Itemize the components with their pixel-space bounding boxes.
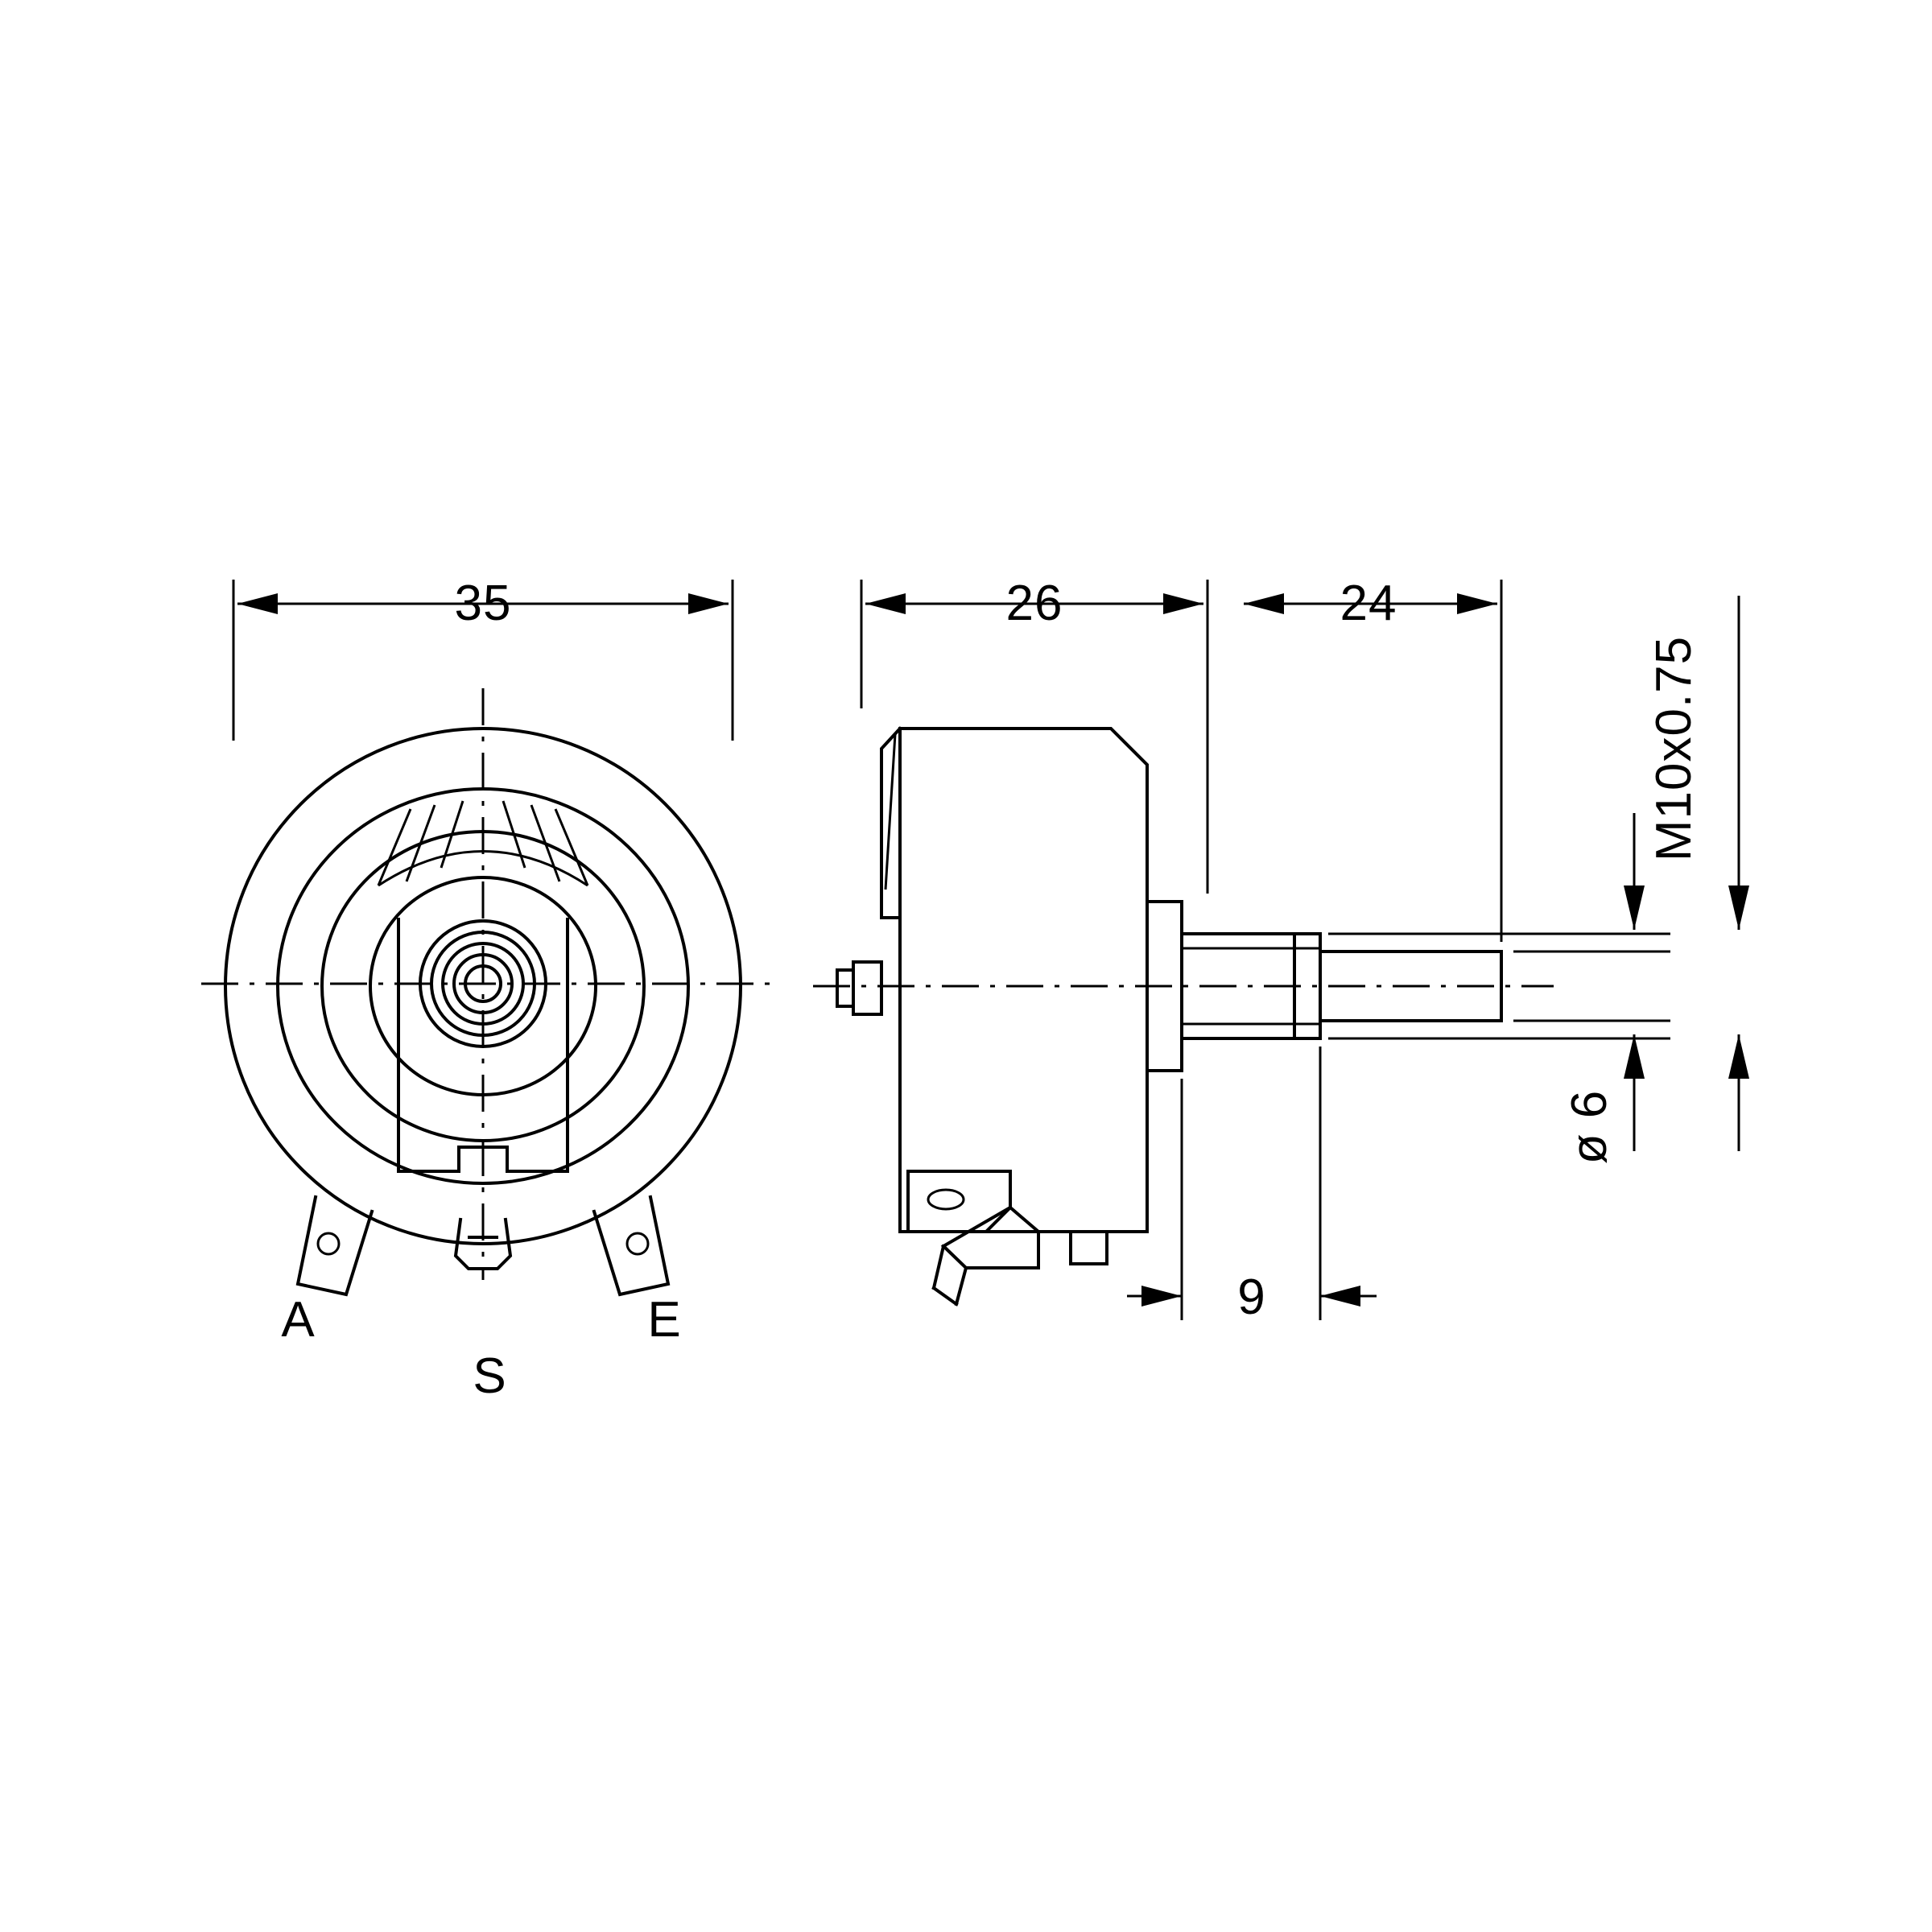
bushing <box>1180 932 1322 1040</box>
side-view: 26 24 9 ø 6 M10x0.75 <box>813 576 1749 1325</box>
dim9-arrow-left <box>1141 1286 1182 1307</box>
terminal-label-s: S <box>473 1348 506 1404</box>
side-left-detail <box>884 733 897 890</box>
dim24-arrow-right <box>1457 593 1497 614</box>
dim6-arrow-lower <box>1624 1034 1645 1079</box>
dim-body-diameter-label: 35 <box>455 576 512 631</box>
detail-line-1 <box>377 808 412 886</box>
dim26-arrow-right <box>1163 593 1203 614</box>
dim26-arrow-left <box>865 593 906 614</box>
side-terminal-tail-2 <box>954 1265 968 1307</box>
side-bottom-tab <box>1069 1230 1108 1265</box>
terminal-label-e: E <box>647 1292 680 1348</box>
side-rear-tip <box>836 968 855 1008</box>
side-terminal-tail-end <box>931 1286 959 1307</box>
front-view: 35 A S E <box>201 576 773 1404</box>
dim-body-depth-label: 26 <box>1006 576 1063 631</box>
detail-line-5 <box>530 804 561 882</box>
terminal-hole-e <box>625 1232 650 1256</box>
side-body-outline <box>898 727 1149 1233</box>
dim-bushing-length-label: 9 <box>1237 1269 1265 1325</box>
dim24-arrow-left <box>1244 593 1284 614</box>
dim9-arrow-right <box>1320 1286 1360 1307</box>
side-terminal-lug <box>906 1170 1012 1233</box>
shaft <box>1319 950 1503 1022</box>
detail-line-2 <box>405 804 436 882</box>
terminal-lug-e <box>592 1195 671 1297</box>
dim35-arrow-right <box>688 593 729 614</box>
dimM10-arrow-upper-2 <box>1728 886 1749 930</box>
dim-shaft-diameter-label: ø 6 <box>1562 1090 1617 1165</box>
dim35-arrow-left <box>237 593 278 614</box>
terminal-lug-a <box>295 1195 374 1297</box>
body-outer-circle <box>224 727 742 1245</box>
side-rear-stub <box>852 960 883 1016</box>
side-terminal-hole <box>927 1188 965 1211</box>
dim-bushing-thread-label: M10x0.75 <box>1646 636 1702 861</box>
dim6-arrow-lower-2 <box>1728 1034 1749 1079</box>
terminal-label-a: A <box>281 1292 315 1348</box>
dimM10-arrow-upper <box>1624 886 1645 930</box>
side-terminal-bend <box>940 1205 1040 1269</box>
dim-shaft-length-label: 24 <box>1340 576 1397 631</box>
detail-line-6 <box>554 808 589 886</box>
side-terminal-tail-1 <box>931 1244 946 1290</box>
side-left-flange <box>880 726 902 919</box>
terminal-hole-a <box>316 1232 341 1256</box>
